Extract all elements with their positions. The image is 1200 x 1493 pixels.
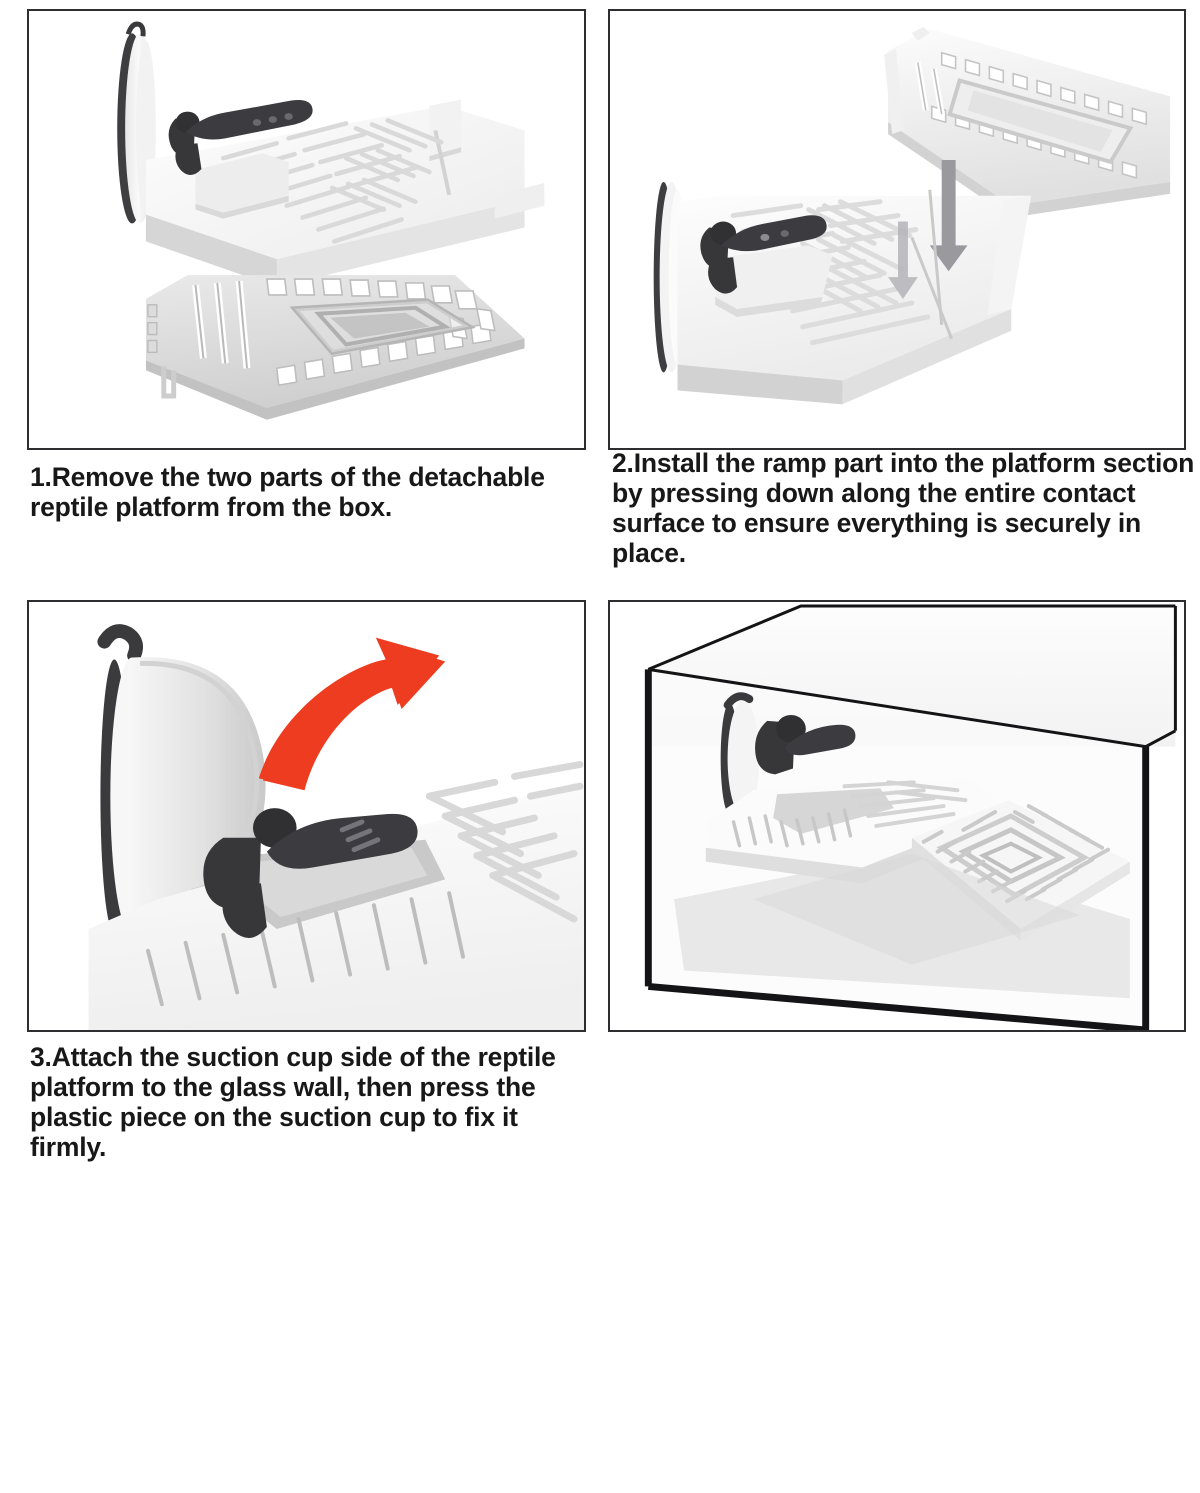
step-1-image-frame: [27, 9, 586, 450]
instruction-sheet: 1.Remove the two parts of the detachable…: [0, 0, 1200, 1200]
step-1-illustration: [29, 11, 584, 448]
platform-boss: [195, 153, 289, 219]
deck-slits: [145, 891, 466, 1007]
lever-clamp-closeup: [203, 808, 418, 938]
lever-grip-lines: [339, 819, 381, 853]
installed-in-tank-svg: [644, 604, 1177, 1030]
step-4-image-frame: [608, 600, 1186, 1032]
lever-clamp: [168, 100, 313, 176]
step-panel-1: 1.Remove the two parts of the detachable…: [0, 0, 600, 600]
alignment-guides: [910, 189, 954, 340]
platform-boss-2: [715, 245, 833, 317]
suction-cup-closeup-svg: [88, 624, 584, 1030]
down-arrow-gray-2: [888, 221, 918, 300]
step-2-illustration: [610, 11, 1184, 448]
lever-clamp-2: [700, 215, 827, 294]
step-panel-4: 4.Installation complete (if the position…: [600, 600, 1200, 1200]
step-3-caption: 3.Attach the suction cup side of the rep…: [30, 1042, 556, 1163]
ramp-grill-tilted: [884, 26, 1171, 218]
exploded-parts-svg: [117, 21, 545, 420]
curved-red-arrow: [258, 637, 446, 791]
step-4-illustration: [610, 602, 1184, 1030]
step-3-illustration: [29, 602, 584, 1030]
step-panel-2: 2.Install the ramp part into the platfor…: [600, 0, 1200, 600]
deck-chevron-grooves: [425, 761, 584, 923]
step-2-image-frame: [608, 9, 1186, 450]
ramp-insert-svg: [653, 26, 1171, 405]
floor-shadow: [753, 853, 1081, 965]
step-3-image-frame: [27, 600, 586, 1032]
down-arrow-gray: [929, 159, 968, 272]
step-2-caption: 2.Install the ramp part into the platfor…: [612, 448, 1195, 569]
step-1-caption: 1.Remove the two parts of the detachable…: [30, 462, 545, 523]
platform-chevron-grooves: [220, 118, 444, 244]
ramp-grill: [145, 275, 525, 420]
platform-top-slab: [145, 99, 545, 287]
step-panel-3: 3.Attach the suction cup side of the rep…: [0, 600, 600, 1200]
mounted-platform: [705, 692, 1009, 884]
